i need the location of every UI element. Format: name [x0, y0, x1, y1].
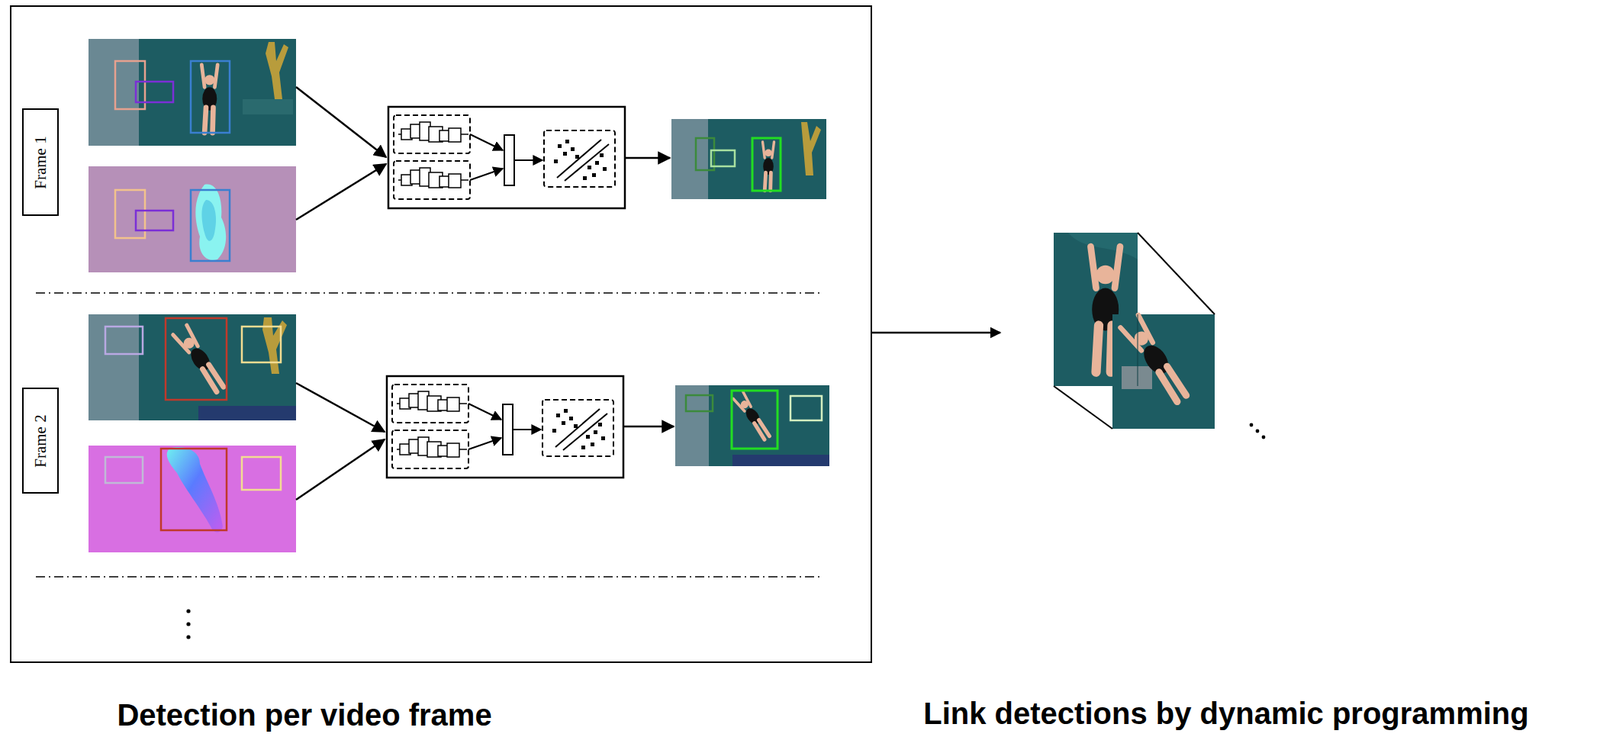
- flow-frame-2: [105, 457, 143, 483]
- frame-label: Frame 2: [31, 414, 50, 467]
- rgb-frame-1: [190, 61, 230, 133]
- linked-tube: [1053, 232, 1266, 439]
- more-frames-dots: [186, 634, 190, 639]
- detection-output-2: [675, 385, 830, 467]
- rgb-frame-1: [88, 38, 297, 146]
- more-frames-dots: [186, 608, 190, 639]
- linked-tube: [1121, 366, 1153, 390]
- detection-output-2: [790, 395, 822, 421]
- detection-output-2: [685, 395, 713, 412]
- flow-arrows: [625, 157, 670, 160]
- rgb-frame-1: [88, 38, 139, 146]
- flow-frame-2: [160, 448, 227, 531]
- rgb-frame-2: [88, 314, 139, 421]
- flow-arrow: [872, 331, 1001, 335]
- flow-frame-1: [195, 184, 226, 261]
- detection-output-2: [733, 391, 773, 442]
- flow-arrows: [296, 86, 387, 158]
- detection-output-1: [762, 141, 775, 191]
- linked-tube: [1261, 435, 1266, 440]
- flow-frame-2: [241, 457, 281, 490]
- more-frames-dots: [186, 621, 190, 626]
- flow-frame-2: [167, 447, 223, 532]
- two-stream-network: [388, 106, 625, 209]
- detection-output-1: [801, 122, 821, 176]
- flow-frame-1: [202, 199, 217, 242]
- rgb-frame-1: [135, 81, 174, 103]
- linking-panel: Link detections by dynamic programming: [1000, 221, 1581, 695]
- flow-frame-2: [88, 445, 297, 553]
- detection-output-1: [752, 138, 781, 191]
- rgb-frame-2: [88, 314, 297, 421]
- flow-frame-1: [135, 210, 174, 231]
- flow-frame-2: [88, 445, 297, 553]
- detection-output-2: [675, 385, 709, 467]
- linked-tube: [1053, 386, 1113, 429]
- linked-tube: [1249, 423, 1254, 428]
- rgb-frame-2: [198, 405, 297, 421]
- detection-output-1: [671, 119, 827, 200]
- rgb-frame-2: [88, 314, 297, 421]
- flow-arrows: [296, 439, 385, 500]
- two-stream-network: [386, 376, 624, 478]
- detection-output-1: [671, 119, 709, 200]
- flow-frame-1: [190, 189, 230, 261]
- flow-arrows: [622, 425, 674, 429]
- linked-tube: [1255, 429, 1260, 434]
- frame-separator: [35, 576, 822, 578]
- linked-tube: [1068, 232, 1138, 260]
- panel-heading: Link detections by dynamic programming: [882, 695, 1570, 731]
- frame-label-box: Frame 1: [22, 108, 59, 216]
- rgb-frame-2: [173, 325, 229, 394]
- rgb-frame-1: [201, 64, 218, 133]
- detection-output-2: [732, 454, 830, 467]
- rgb-frame-2: [165, 318, 227, 400]
- linked-tube: [1137, 232, 1215, 315]
- flow-frame-1: [88, 166, 297, 273]
- detection-panel: Detection per video frameFrame 1Frame 2: [9, 5, 873, 664]
- detection-output-2: [675, 385, 830, 467]
- detection-output-2: [731, 390, 778, 449]
- detection-output-1: [671, 119, 827, 200]
- rgb-frame-2: [241, 326, 281, 363]
- flow-frame-1: [88, 166, 297, 273]
- frame-separator: [35, 292, 822, 294]
- frame-separator: [35, 292, 822, 577]
- flow-arrows: [296, 164, 387, 220]
- linked-tube: [1137, 314, 1139, 387]
- detection-output-1: [711, 150, 735, 167]
- more-frames-dots: [186, 608, 190, 613]
- rgb-frame-1: [265, 41, 289, 100]
- rgb-frame-2: [105, 326, 143, 355]
- frame-label: Frame 1: [31, 135, 50, 189]
- rgb-frame-1: [242, 99, 293, 115]
- linked-tube: [1112, 314, 1215, 429]
- frame-label-box: Frame 2: [22, 387, 59, 494]
- linked-tube: [1120, 315, 1193, 405]
- rgb-frame-1: [88, 38, 297, 146]
- flow-arrows: [296, 383, 385, 432]
- panel-heading: Detection per video frame: [37, 697, 572, 733]
